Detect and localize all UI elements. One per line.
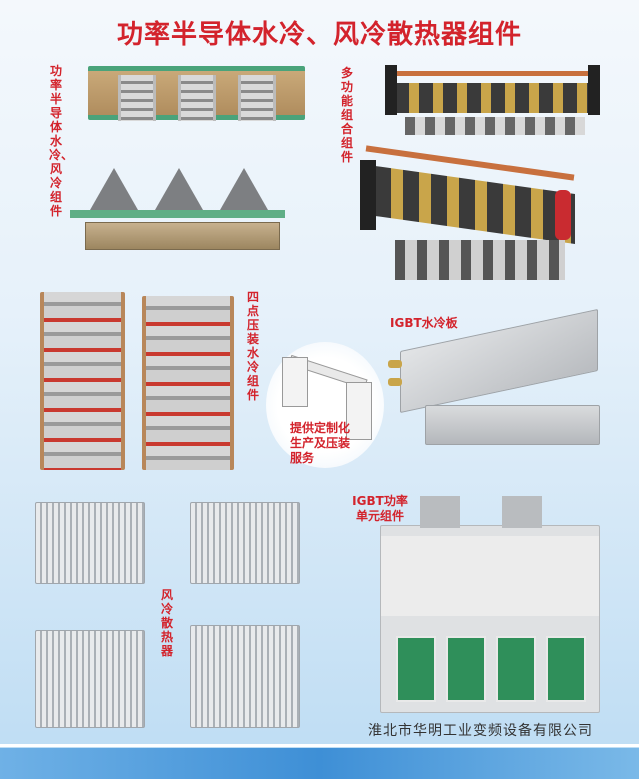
label-air-heatsink: 风冷散热器 <box>160 588 173 658</box>
air-cooled-clamp-photo <box>70 160 285 255</box>
label-igbt-unit: IGBT功率单元组件 <box>352 494 408 523</box>
fitting-icon <box>388 360 402 368</box>
poster-title: 功率半导体水冷、风冷散热器组件 <box>116 20 522 50</box>
water-cooled-board-photo <box>88 66 305 121</box>
fitting-icon <box>388 378 402 386</box>
igbt-water-plate-photo-2 <box>425 405 600 445</box>
label-four-point: 四点压装水冷组件 <box>246 290 259 402</box>
busbar-terminal <box>420 496 460 528</box>
four-point-stack-photo-1 <box>40 292 125 470</box>
four-point-stack-photo-2 <box>142 296 234 470</box>
igbt-power-unit-photo <box>380 525 600 713</box>
air-heatsink-photo-2 <box>190 502 300 584</box>
busbar-terminal <box>502 496 542 528</box>
footer-band <box>0 748 639 779</box>
air-heatsink-photo-3 <box>35 630 145 728</box>
custom-service-circle <box>266 342 384 468</box>
label-igbt-plate: IGBT水冷板 <box>390 316 458 330</box>
label-water-air-components: 功率半导体水冷、风冷组件 <box>49 64 74 218</box>
label-multi-function: 多功能组合组件 <box>340 66 353 164</box>
air-heatsink-photo-1 <box>35 502 145 584</box>
air-heatsink-photo-4 <box>190 625 300 728</box>
company-name: 淮北市华明工业变频设备有限公司 <box>368 723 593 739</box>
multi-function-assembly-photo-1 <box>385 65 600 140</box>
multi-function-assembly-photo-2 <box>355 145 585 285</box>
custom-service-text: 提供定制化生产及压装服务 <box>290 421 351 465</box>
footer-divider <box>0 744 639 747</box>
